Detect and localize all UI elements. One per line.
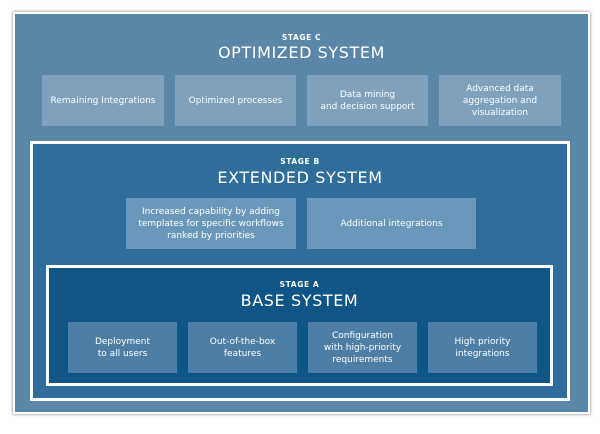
stage-a-item-high-priority-integrations: High priority integrations — [428, 322, 537, 373]
stage-b-item-additional-integrations: Additional integrations — [307, 198, 476, 249]
stage-a-item-configuration: Configuration with high-priority require… — [308, 322, 417, 373]
stage-a-item-text: Configuration with high-priority require… — [323, 330, 402, 365]
stage-c-item-text: Optimized processes — [188, 95, 283, 106]
stage-c-item-data-mining: Data mining and decision support — [307, 75, 428, 126]
stage-c-item-text: Advanced data aggregation and visualizat… — [462, 83, 538, 118]
stage-b-title: EXTENDED SYSTEM — [217, 168, 383, 187]
stage-c-item-text: Remaining Integrations — [50, 95, 156, 106]
stage-a-label: STAGE A — [279, 280, 320, 289]
stage-a-item-text: High priority integrations — [454, 336, 511, 359]
stage-c-item-text: Data mining and decision support — [320, 89, 415, 112]
stage-a-panel: STAGE A BASE SYSTEM Deployment to all us… — [46, 265, 553, 386]
stage-c-item-remaining-integrations: Remaining Integrations — [42, 75, 164, 126]
stage-a-item-deployment: Deployment to all users — [68, 322, 177, 373]
stage-b-label: STAGE B — [280, 157, 320, 166]
stage-c-item-optimized-processes: Optimized processes — [175, 75, 296, 126]
stage-b-item-text: Additional integrations — [340, 218, 443, 229]
stage-c-item-advanced-data: Advanced data aggregation and visualizat… — [439, 75, 561, 126]
stage-c-label: STAGE C — [281, 33, 322, 42]
stage-a-item-text: Out-of-the-box features — [209, 336, 276, 359]
stage-a-item-out-of-the-box: Out-of-the-box features — [188, 322, 297, 373]
stage-b-item-increased-capability: Increased capability by adding templates… — [126, 198, 296, 249]
stage-a-title: BASE SYSTEM — [240, 291, 359, 310]
stage-b-item-text: Increased capability by adding templates… — [138, 206, 284, 241]
stage-c-title: OPTIMIZED SYSTEM — [217, 43, 386, 62]
stage-a-item-text: Deployment to all users — [94, 336, 151, 359]
